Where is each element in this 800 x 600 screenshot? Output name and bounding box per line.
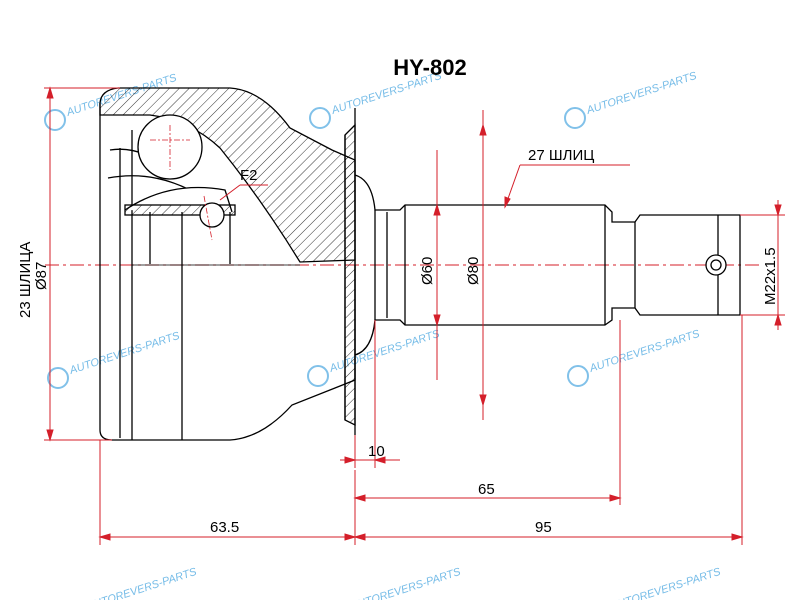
housing-outline [99, 115, 356, 441]
stem [354, 174, 741, 356]
label-thread: M22x1.5 [762, 247, 779, 305]
outer-housing [99, 87, 356, 441]
flange [344, 108, 356, 435]
watermark-text: AUTOREVERS-PARTS [348, 566, 463, 600]
dimension-lines [44, 86, 785, 545]
part-number-title: HY-802 [393, 55, 466, 80]
watermark-logo [307, 365, 329, 387]
watermark-logo [47, 367, 69, 389]
dimension-10: 10 [368, 443, 385, 460]
watermark-text: AUTOREVERS-PARTS [587, 328, 702, 375]
watermark-logo [44, 109, 66, 131]
watermark-logo [564, 107, 586, 129]
watermark-text: AUTOREVERS-PARTS [608, 566, 723, 600]
label-dia-87: Ø87 [33, 262, 50, 290]
watermark-text: AUTOREVERS-PARTS [84, 566, 199, 600]
dimension-65: 65 [478, 481, 495, 498]
label-23-splines: 23 ШЛИЦА [17, 242, 34, 318]
housing-section-hatch [99, 87, 356, 263]
watermark-logo [309, 107, 331, 129]
watermark-logo [567, 365, 589, 387]
dimension-95: 95 [535, 519, 552, 536]
watermark-text: AUTOREVERS-PARTS [67, 330, 182, 377]
label-27-splines: 27 ШЛИЦ [528, 147, 594, 164]
watermarks [44, 107, 589, 389]
watermark-text: AUTOREVERS-PARTS [584, 70, 699, 117]
dimension-63-5: 63.5 [210, 519, 239, 536]
label-dia-80: Ø80 [465, 257, 482, 285]
label-f2: F2 [240, 167, 258, 184]
label-dia-60: Ø60 [419, 257, 436, 285]
